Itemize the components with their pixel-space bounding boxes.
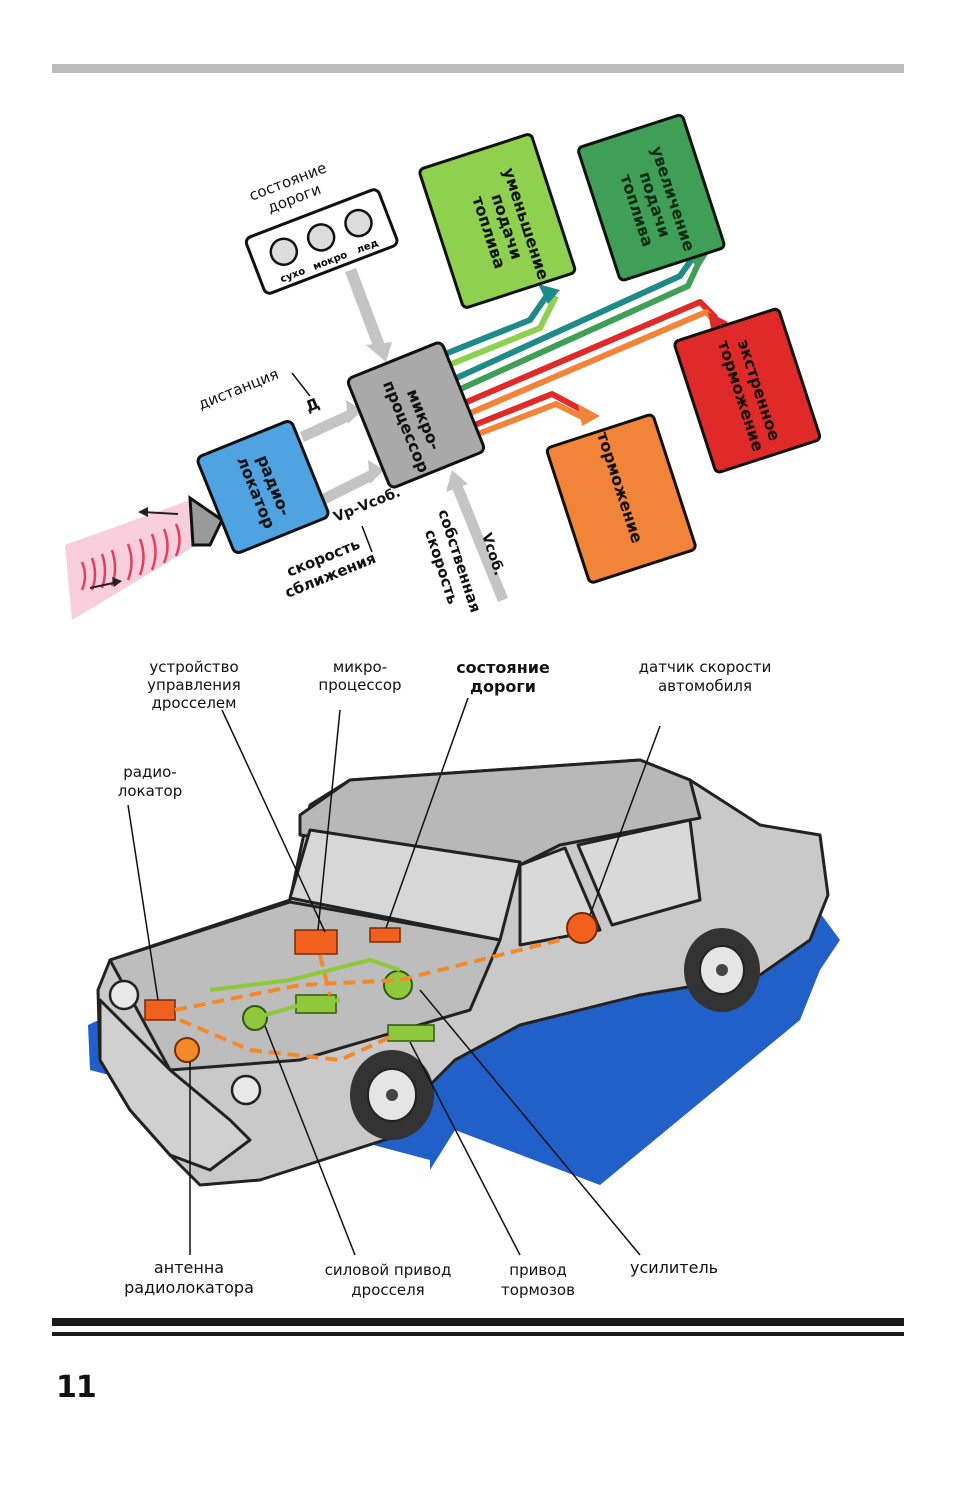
fuel-decrease-box: [418, 133, 577, 309]
bottom-rule-thin: [52, 1332, 904, 1336]
top-rule: [52, 64, 904, 73]
ice-indicator-icon: [344, 208, 373, 238]
speed-sensor-label: датчик скорости автомобиля: [638, 658, 772, 695]
brake-actuator-icon: [387, 1024, 435, 1042]
car-radar-label: радио-локатор: [117, 763, 183, 800]
bottom-rule: [52, 1318, 904, 1326]
throttle-actuator-label: силовой привод дросселя: [324, 1261, 452, 1299]
microprocessor-box: [346, 341, 486, 489]
wet-indicator-icon: [306, 223, 336, 252]
brake-actuator-label: привод тормозов: [501, 1261, 575, 1299]
amplifier-label: усилитель: [630, 1258, 719, 1277]
braking-box: [545, 413, 697, 584]
radar-antenna-icon: [174, 1037, 200, 1063]
car-road-state-label: состояние дороги: [456, 658, 550, 696]
emergency-braking-box: [673, 307, 822, 474]
rear-wheel-icon: [684, 928, 760, 1012]
road-state-unit-icon: [369, 927, 401, 943]
dry-indicator-icon: [269, 237, 299, 267]
page-number: 11: [56, 1370, 97, 1405]
radar-horn-icon: [188, 495, 224, 547]
radar-beam-icon: [65, 500, 205, 620]
amplifier-unit-icon: [383, 970, 413, 1000]
front-wheel-icon: [350, 1050, 434, 1140]
throttle-control-label: устройство управления дросселем: [147, 658, 241, 712]
antenna-label: антенна радиолокатора: [124, 1258, 254, 1297]
microprocessor-unit-icon: [294, 929, 338, 955]
car-illustration: [88, 697, 840, 1256]
block-diagram: сухо мокро лед: [65, 113, 822, 620]
fuel-increase-box: [577, 113, 726, 282]
radar-box: [196, 419, 330, 555]
headlight-icon: [108, 979, 140, 1011]
radar-unit-icon: [144, 999, 176, 1021]
car-microprocessor-label: микро-процессор: [318, 658, 402, 694]
road-state-panel: сухо мокро лед: [244, 188, 399, 295]
car-body: [96, 758, 830, 1187]
speed-sensor-icon: [566, 912, 598, 944]
headlight-icon: [230, 1074, 262, 1106]
